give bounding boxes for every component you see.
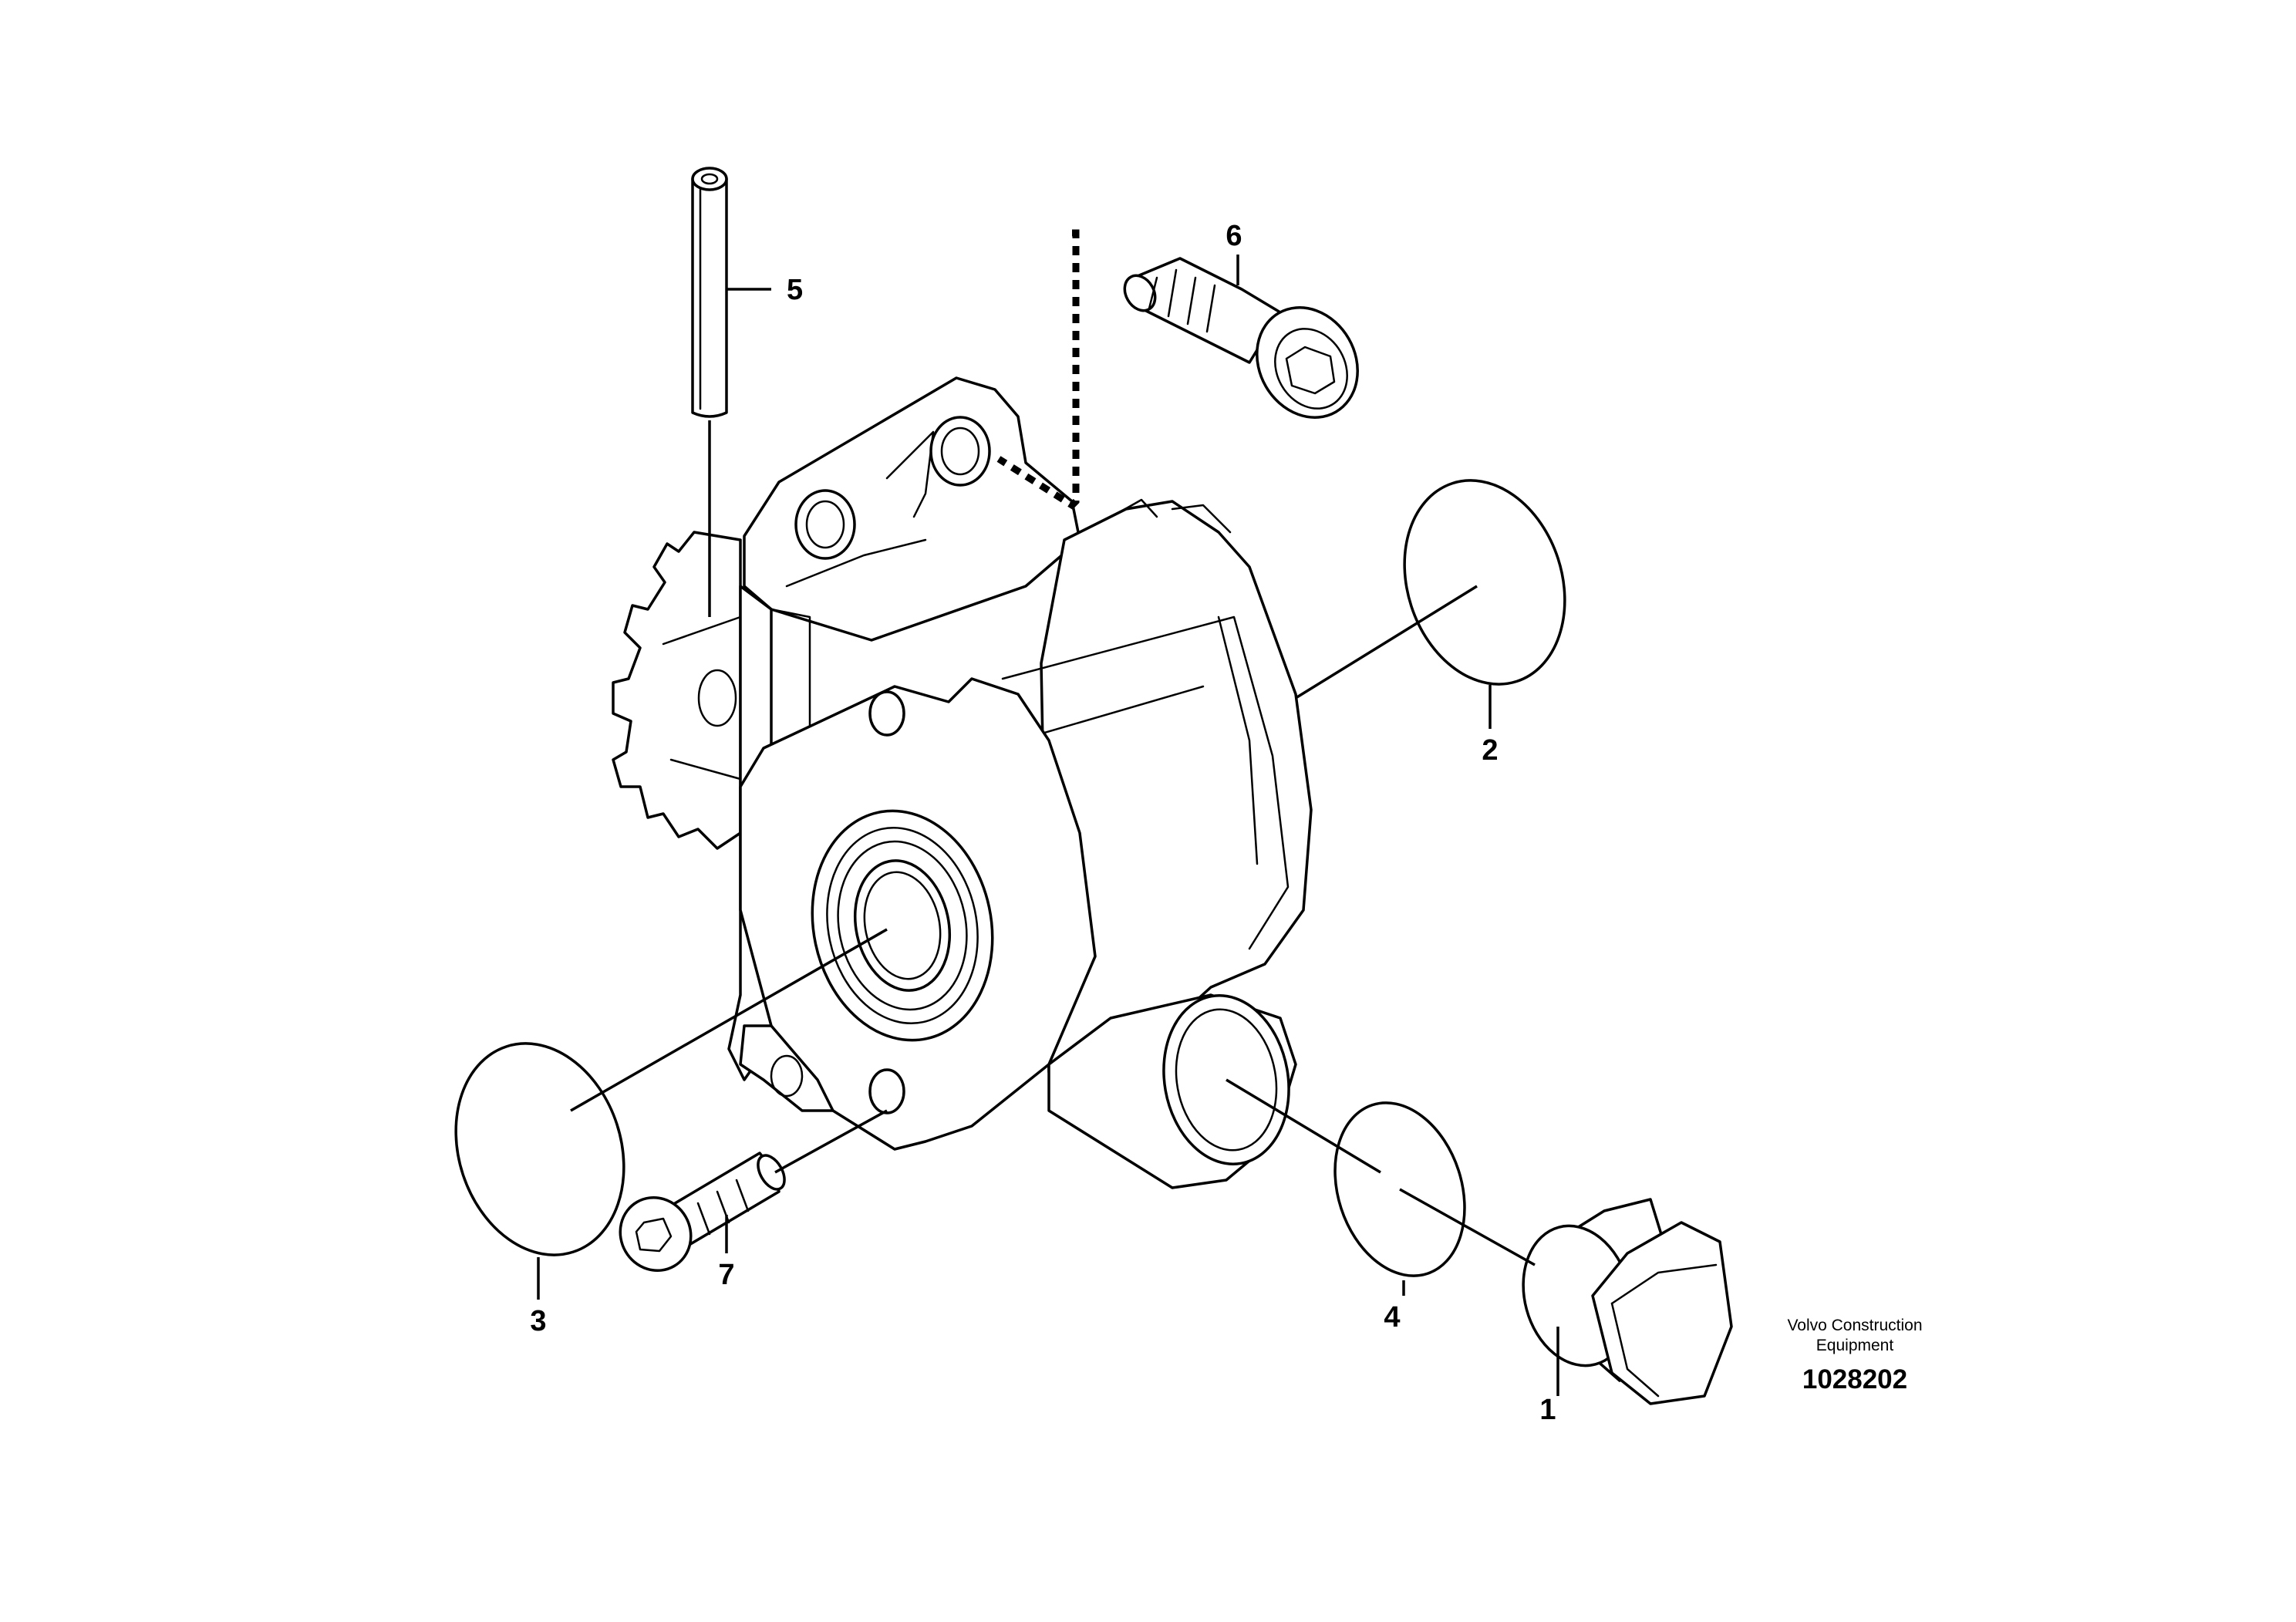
callout-2: 2: [1482, 734, 1498, 767]
drive-gear: [612, 531, 742, 850]
callout-6: 6: [1226, 220, 1242, 252]
footer-block: Volvo Construction Equipment 1028202: [1787, 1317, 1922, 1394]
part-1-plug: [1399, 1188, 1733, 1405]
bearing: [811, 809, 994, 1042]
brand-line-2: Equipment: [1816, 1337, 1894, 1354]
part-3-o-ring: [454, 928, 888, 1300]
document-number: 1028202: [1802, 1364, 1907, 1394]
pump-housing: [727, 376, 1313, 1189]
callout-7: 7: [718, 1259, 734, 1291]
part-2-o-ring: [1295, 479, 1566, 729]
brand-line-1: Volvo Construction: [1787, 1317, 1922, 1334]
part-6-bolt: [996, 229, 1359, 510]
part-4-o-ring: [1226, 1078, 1466, 1296]
callout-5: 5: [787, 274, 803, 306]
part-7-screw: [619, 1109, 888, 1273]
callout-1: 1: [1539, 1394, 1556, 1426]
part-5-pin: [691, 167, 771, 617]
callout-labels: 1 2 3 4 5 6 7: [530, 220, 1556, 1426]
callout-4: 4: [1384, 1301, 1400, 1334]
callout-3: 3: [530, 1305, 546, 1337]
